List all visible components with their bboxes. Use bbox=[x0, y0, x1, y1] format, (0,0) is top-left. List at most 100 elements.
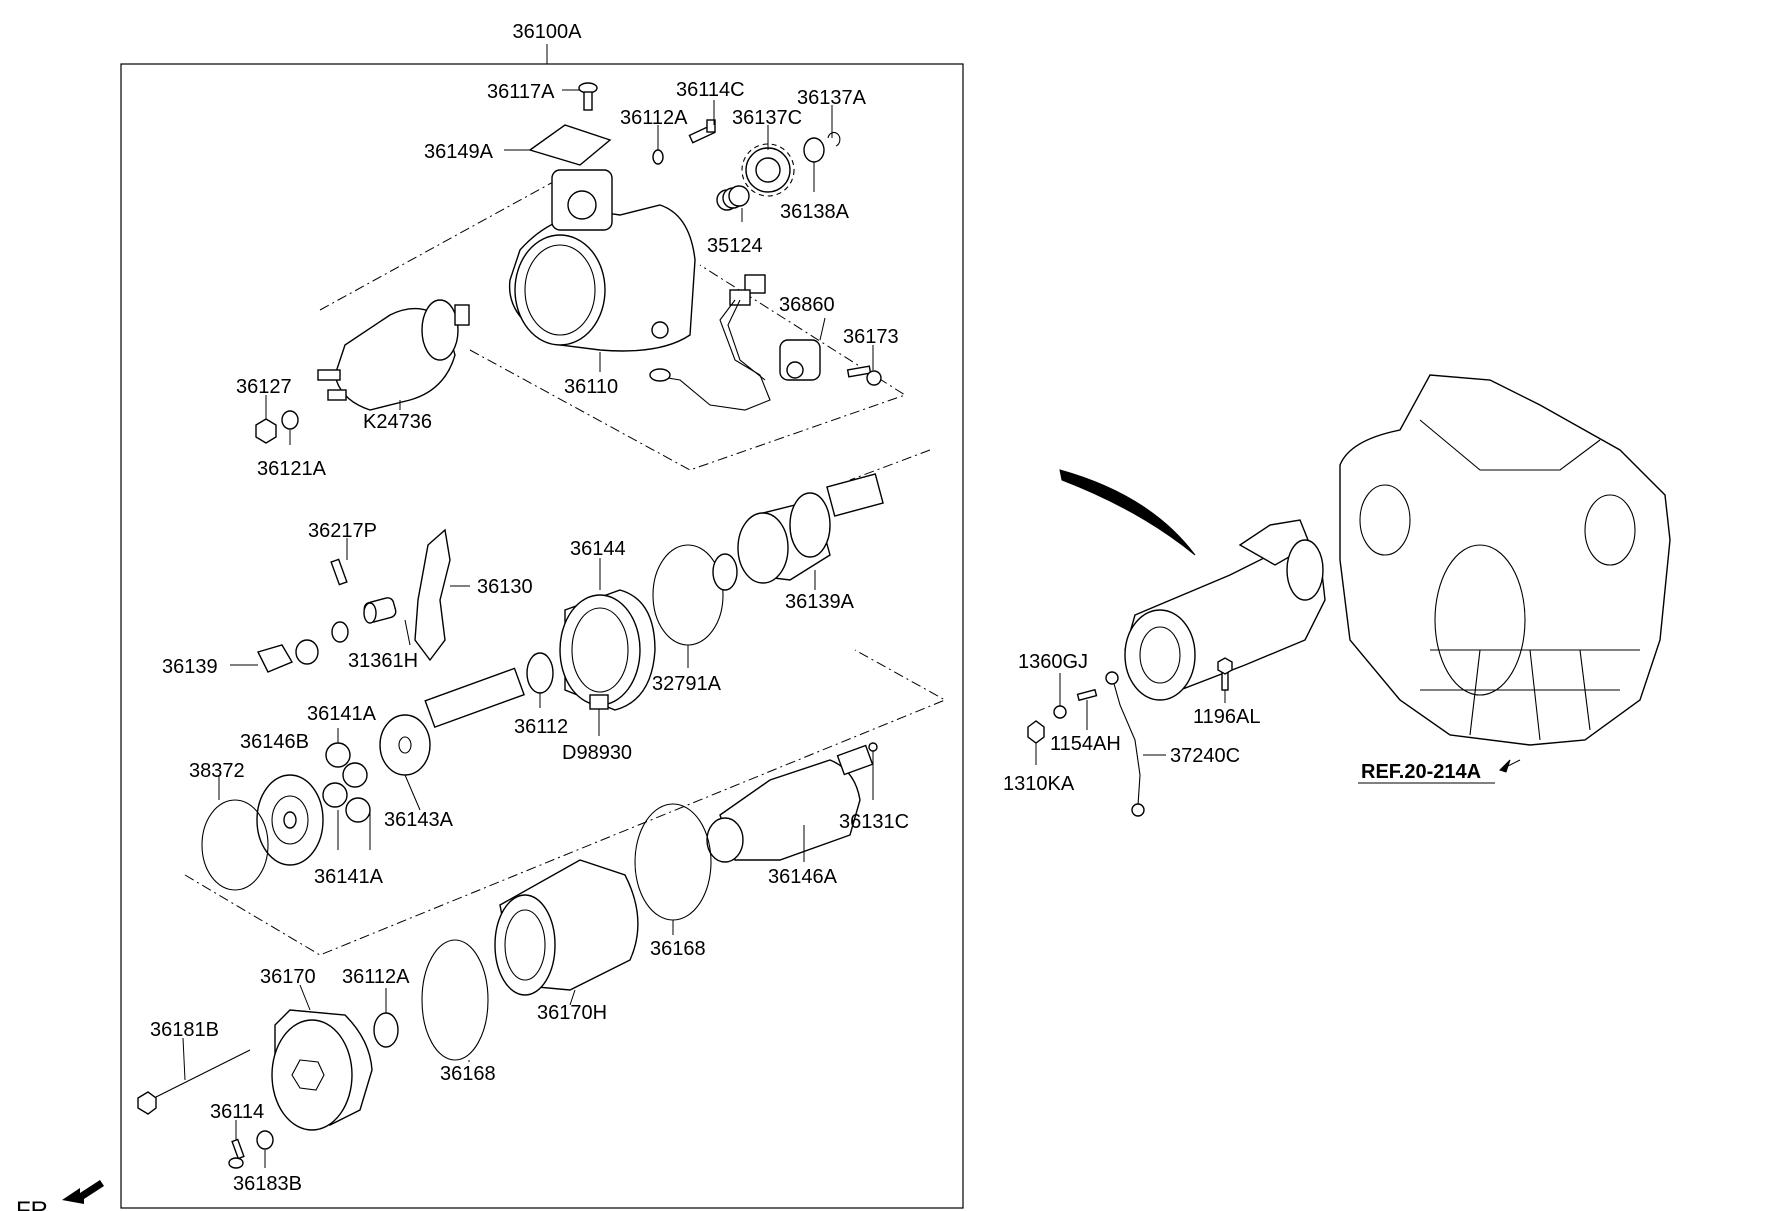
pointer-arrow-shape bbox=[1059, 469, 1196, 556]
solenoid-guide-line bbox=[319, 169, 576, 311]
label-36137A[interactable]: 36137A bbox=[797, 87, 867, 109]
label-36181B[interactable]: 36181B bbox=[150, 1019, 219, 1041]
label-D98930[interactable]: D98930 bbox=[562, 742, 632, 764]
ring-36168-right-part bbox=[634, 803, 712, 921]
label-36217P[interactable]: 36217P bbox=[308, 520, 377, 542]
key-D98930-part bbox=[589, 694, 609, 710]
ring-38372-part bbox=[201, 799, 269, 891]
clutch-36144-part bbox=[559, 589, 656, 711]
reference-arrow-icon bbox=[1499, 759, 1511, 773]
label-36141A-top[interactable]: 36141A bbox=[307, 703, 377, 725]
ring-36112A-top-part bbox=[652, 149, 664, 165]
label-36860[interactable]: 36860 bbox=[779, 294, 835, 316]
ring-36112A-bottom-part bbox=[373, 1012, 399, 1048]
label-36143A[interactable]: 36143A bbox=[384, 809, 454, 831]
label-36137C[interactable]: 36137C bbox=[732, 107, 802, 129]
label-1360GJ[interactable]: 1360GJ bbox=[1018, 651, 1088, 673]
block-36139-part bbox=[256, 644, 294, 673]
bolt-36114C-part bbox=[688, 119, 716, 144]
label-36127[interactable]: 36127 bbox=[236, 376, 292, 398]
harness-36860-part bbox=[649, 274, 821, 411]
solenoid-K24736-part bbox=[317, 299, 470, 411]
reference-label[interactable]: REF.20-214A bbox=[1361, 761, 1481, 783]
carrier-36146B-part bbox=[256, 774, 324, 866]
gear-36137C-part bbox=[741, 143, 795, 197]
direction-label: FR. bbox=[16, 1197, 55, 1211]
label-1310KA[interactable]: 1310KA bbox=[1003, 773, 1075, 795]
shaft-36143A-part bbox=[379, 667, 525, 776]
flywheel-housing-part bbox=[1339, 374, 1671, 746]
label-36130[interactable]: 36130 bbox=[477, 576, 533, 598]
label-1154AH[interactable]: 1154AH bbox=[1050, 733, 1121, 755]
pinion-36139A-part bbox=[737, 473, 884, 584]
assembly-frame bbox=[120, 63, 964, 1209]
ring-36139-near-part bbox=[295, 639, 319, 665]
label-36139[interactable]: 36139 bbox=[162, 656, 218, 678]
washer-36139A-near-part bbox=[712, 553, 738, 591]
washer-1360GJ-part bbox=[1053, 705, 1067, 719]
screw-36117A-part bbox=[578, 82, 598, 111]
label-36112A-top[interactable]: 36112A bbox=[620, 107, 688, 129]
label-35124[interactable]: 35124 bbox=[707, 235, 763, 257]
label-36114[interactable]: 36114 bbox=[210, 1101, 264, 1123]
label-36183B[interactable]: 36183B bbox=[233, 1173, 302, 1195]
ring-36131C-part bbox=[868, 742, 878, 752]
cable-37240C-part bbox=[1112, 679, 1141, 806]
label-37240C[interactable]: 37240C bbox=[1170, 745, 1240, 767]
label-36139A[interactable]: 36139A bbox=[785, 591, 855, 613]
housing-36110-part bbox=[508, 169, 696, 352]
label-36114C[interactable]: 36114C bbox=[676, 79, 745, 101]
label-1196AL[interactable]: 1196AL bbox=[1193, 706, 1260, 728]
bolt-36173-part bbox=[846, 365, 882, 386]
label-K24736[interactable]: K24736 bbox=[363, 411, 432, 433]
label-36168-right[interactable]: 36168 bbox=[650, 938, 706, 960]
armature-36146A-part bbox=[706, 744, 874, 863]
label-36168-left[interactable]: 36168 bbox=[440, 1063, 496, 1085]
clip-36137A-part bbox=[827, 131, 841, 147]
label-31361H[interactable]: 31361H bbox=[348, 650, 418, 672]
yoke-36170H-part bbox=[494, 859, 639, 996]
label-36146A[interactable]: 36146A bbox=[768, 866, 838, 888]
ring-36168-left-part bbox=[421, 939, 489, 1061]
ring-32791A-part bbox=[652, 544, 724, 646]
bracket-plate-36149A-part bbox=[528, 124, 612, 166]
spring-35124-part bbox=[716, 185, 750, 211]
label-36170H[interactable]: 36170H bbox=[537, 1002, 607, 1024]
bolt-1154AH-part bbox=[1076, 688, 1098, 702]
label-36146B[interactable]: 36146B bbox=[240, 731, 309, 753]
nut-1310KA-part bbox=[1027, 720, 1045, 744]
lever-36130-part bbox=[414, 528, 451, 662]
end-cover-36170-part bbox=[271, 1009, 373, 1131]
screw-36114-part bbox=[228, 1138, 245, 1169]
bolt-1196AL-part bbox=[1217, 657, 1233, 691]
label-36173[interactable]: 36173 bbox=[843, 326, 899, 348]
label-36112A-bottom[interactable]: 36112A bbox=[342, 966, 410, 988]
front-direction-arrow-icon bbox=[62, 1180, 104, 1204]
label-32791A[interactable]: 32791A bbox=[652, 673, 722, 695]
housing-guide-polygon bbox=[469, 264, 907, 471]
through-bolt-36181B-part bbox=[137, 1049, 251, 1115]
label-36121A[interactable]: 36121A bbox=[257, 458, 327, 480]
pin-36217P-part bbox=[330, 558, 348, 586]
label-36149A[interactable]: 36149A bbox=[424, 141, 494, 163]
ring-36139-small-part bbox=[331, 621, 349, 643]
label-38372[interactable]: 38372 bbox=[189, 760, 245, 782]
label-36170[interactable]: 36170 bbox=[260, 966, 316, 988]
planetary-guide-polygon bbox=[184, 649, 947, 956]
assembly-label[interactable]: 36100A bbox=[513, 21, 583, 43]
ring-36138A-part bbox=[803, 137, 825, 163]
label-36110[interactable]: 36110 bbox=[564, 376, 618, 398]
label-36141A-bottom[interactable]: 36141A bbox=[314, 866, 384, 888]
washer-36183B-part bbox=[256, 1130, 274, 1150]
washer-36112-part bbox=[526, 652, 554, 694]
nut-36127-part bbox=[255, 418, 277, 444]
label-36117A[interactable]: 36117A bbox=[487, 81, 555, 103]
installed-starter-part bbox=[1124, 519, 1326, 701]
label-36131C[interactable]: 36131C bbox=[839, 811, 909, 833]
label-36138A[interactable]: 36138A bbox=[780, 201, 850, 223]
bushing-31361H-part bbox=[363, 597, 397, 624]
shaft-guide-line bbox=[849, 449, 931, 481]
label-36112[interactable]: 36112 bbox=[514, 716, 568, 738]
label-36144[interactable]: 36144 bbox=[570, 538, 626, 560]
